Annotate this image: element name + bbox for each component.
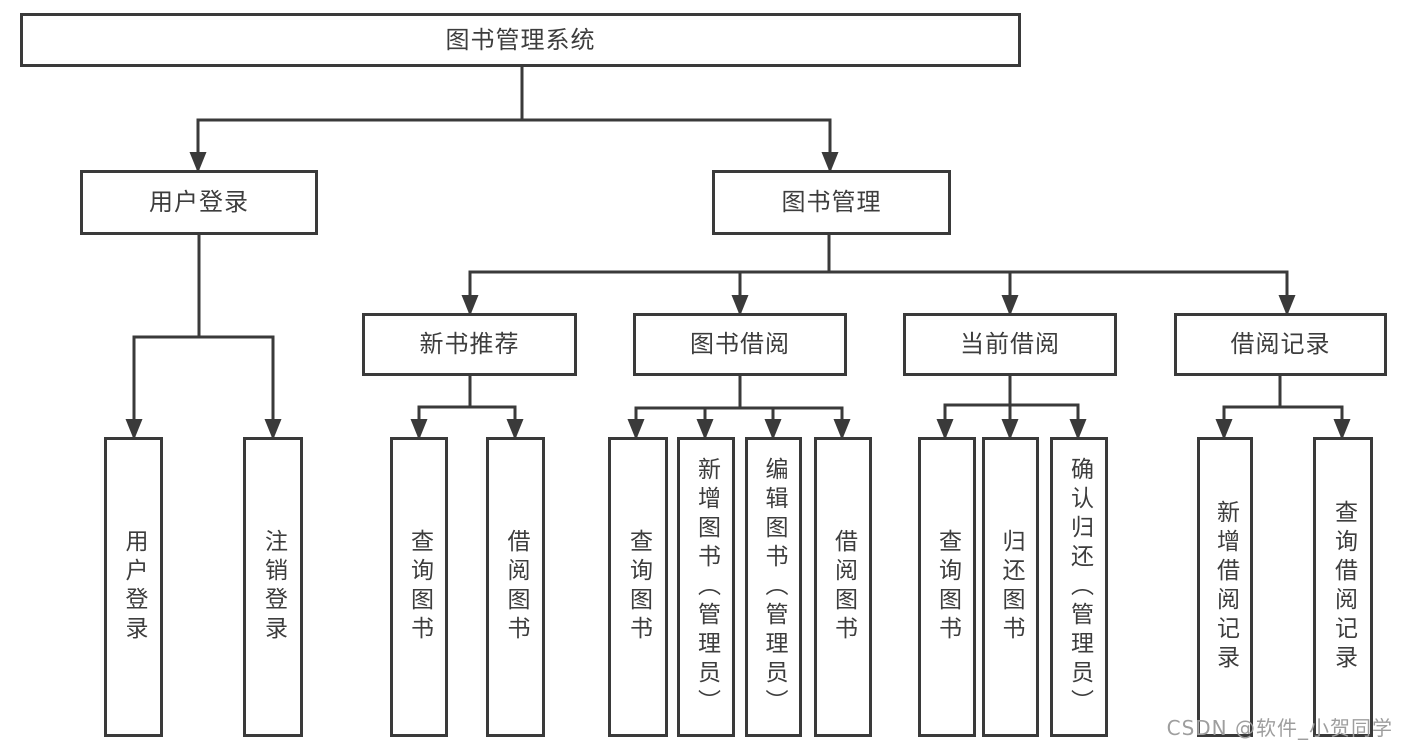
arrow-down-icon — [1215, 419, 1233, 440]
arrow-down-icon — [731, 295, 749, 316]
arrow-down-icon — [764, 419, 782, 440]
leaf-query-books-current: 查询图书 — [918, 437, 976, 737]
arrow-down-icon — [1001, 419, 1019, 440]
arrow-down-icon — [1001, 295, 1019, 316]
leaf-user-login-label: 用户登录 — [121, 529, 147, 645]
leaf-borrow-books-borrowing-label: 借阅图书 — [830, 529, 857, 645]
arrow-down-icon — [189, 152, 207, 173]
leaf-add-book-admin-label: 新增图书（管理员） — [693, 456, 720, 718]
arrow-down-icon — [936, 419, 954, 440]
arrow-down-icon — [410, 419, 428, 440]
arrow-down-icon — [1333, 419, 1351, 440]
node-book-borrowing: 图书借阅 — [633, 313, 847, 376]
node-borrowing-records: 借阅记录 — [1174, 313, 1387, 376]
node-user-login: 用户登录 — [80, 170, 318, 235]
arrow-down-icon — [264, 419, 282, 440]
arrow-down-icon — [125, 419, 143, 440]
node-user-login-label: 用户登录 — [149, 188, 249, 217]
leaf-edit-book-admin: 编辑图书（管理员） — [745, 437, 802, 737]
arrow-down-icon — [1069, 419, 1087, 440]
node-library-system: 图书管理系统 — [20, 13, 1021, 67]
node-library-system-label: 图书管理系统 — [445, 25, 596, 54]
node-current-borrowing: 当前借阅 — [903, 313, 1117, 376]
connector-bookmgmt-to-level3 — [468, 235, 1289, 313]
node-borrowing-records-label: 借阅记录 — [1230, 330, 1331, 359]
arrow-down-icon — [821, 152, 839, 173]
node-book-management-label: 图书管理 — [781, 188, 882, 217]
leaf-logout: 注销登录 — [243, 437, 303, 737]
node-book-borrowing-label: 图书借阅 — [690, 330, 790, 359]
connector-root-to-level2 — [196, 67, 832, 170]
leaf-borrow-books-recommend: 借阅图书 — [486, 437, 545, 737]
connector-userlogin-to-leaves — [132, 235, 275, 437]
arrow-down-icon — [1278, 295, 1296, 316]
arrow-down-icon — [696, 419, 714, 440]
leaf-query-books-recommend: 查询图书 — [390, 437, 448, 737]
connector-newbooks-to-leaves — [417, 376, 517, 437]
node-current-borrowing-label: 当前借阅 — [960, 330, 1060, 359]
leaf-query-books-current-label: 查询图书 — [934, 529, 961, 645]
arrow-down-icon — [627, 419, 645, 440]
leaf-add-borrow-record-label: 新增借阅记录 — [1212, 500, 1239, 674]
leaf-query-books-borrowing-label: 查询图书 — [625, 529, 652, 645]
leaf-return-books-label: 归还图书 — [998, 529, 1024, 645]
arrow-down-icon — [506, 419, 524, 440]
node-new-book-recommend-label: 新书推荐 — [419, 330, 520, 359]
leaf-query-books-borrowing: 查询图书 — [608, 437, 668, 737]
leaf-add-borrow-record: 新增借阅记录 — [1197, 437, 1253, 737]
leaf-query-books-recommend-label: 查询图书 — [406, 529, 433, 645]
leaf-return-books: 归还图书 — [982, 437, 1039, 737]
csdn-watermark: CSDN @软件_小贺同学 — [1166, 716, 1393, 740]
leaf-logout-label: 注销登录 — [260, 529, 287, 645]
arrowhead-icons — [125, 152, 1351, 440]
leaf-confirm-return-admin: 确认归还（管理员） — [1050, 437, 1108, 737]
node-new-book-recommend: 新书推荐 — [362, 313, 577, 376]
connector-records-to-leaves — [1222, 376, 1344, 437]
leaf-confirm-return-admin-label: 确认归还（管理员） — [1066, 456, 1093, 718]
leaf-add-book-admin: 新增图书（管理员） — [677, 437, 735, 737]
arrow-down-icon — [833, 419, 851, 440]
leaf-borrow-books-recommend-label: 借阅图书 — [503, 529, 529, 645]
leaf-user-login: 用户登录 — [104, 437, 163, 737]
leaf-borrow-books-borrowing: 借阅图书 — [814, 437, 872, 737]
leaf-query-borrow-record-label: 查询借阅记录 — [1330, 500, 1357, 674]
leaf-edit-book-admin-label: 编辑图书（管理员） — [761, 456, 787, 718]
leaf-query-borrow-record: 查询借阅记录 — [1313, 437, 1373, 737]
arrow-down-icon — [461, 295, 479, 316]
node-book-management: 图书管理 — [712, 170, 951, 235]
connector-borrowing-to-leaves — [634, 376, 844, 437]
